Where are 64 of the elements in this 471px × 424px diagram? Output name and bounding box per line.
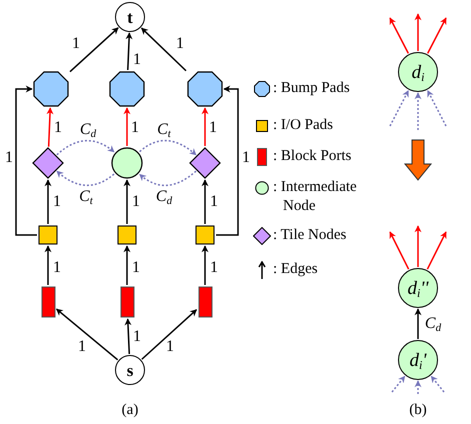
arrow — [414, 308, 422, 339]
arrow — [414, 13, 422, 51]
arrow — [426, 231, 447, 270]
subfigure-caption: (a) — [122, 403, 138, 418]
bump-pad-octagon — [109, 71, 145, 107]
arrow — [389, 17, 409, 54]
dashed-arrow — [427, 90, 447, 126]
node-label: d$_{i}$'' — [408, 278, 428, 298]
arrow — [46, 107, 54, 147]
arrow — [202, 107, 208, 146]
arrow — [124, 179, 130, 224]
edge-label: C$_{d}$ — [78, 122, 98, 138]
node-label: d$_{i}$ — [412, 62, 424, 82]
arrow — [216, 86, 239, 236]
legend-text: : Bump Pads — [273, 79, 351, 98]
subfigure-caption: (b) — [409, 403, 427, 418]
block-port-rect — [120, 286, 134, 318]
arrow — [44, 179, 52, 224]
node-label: t — [127, 8, 133, 26]
dashed-arrow — [391, 376, 406, 392]
arrow — [126, 32, 133, 70]
legend-text: : Tile Nodes — [273, 226, 348, 245]
tile-node-diamond — [32, 147, 64, 179]
legend-text: : Intermediate Node — [273, 178, 358, 216]
arrow — [70, 27, 119, 72]
block-port-rect — [40, 286, 56, 318]
block-port-rect — [198, 286, 212, 318]
bump-pad-octagon — [33, 71, 69, 107]
arrow — [124, 107, 130, 146]
dashed-arrow — [414, 380, 422, 394]
dashed-arrow — [56, 140, 115, 156]
tile-node-diamond — [189, 147, 221, 179]
arrow — [427, 17, 447, 54]
arrow — [15, 86, 37, 236]
arrow — [124, 245, 130, 285]
arrow — [202, 245, 208, 285]
io-pad-square — [38, 225, 58, 245]
io-pad-square — [117, 225, 137, 245]
arrow — [389, 231, 410, 270]
arrow — [202, 179, 208, 224]
dashed-arrow — [139, 170, 197, 186]
edge-label: C$_{d}$ — [154, 189, 174, 205]
legend-text: : I/O Pads — [273, 116, 334, 135]
arrow — [141, 309, 198, 360]
edge-label: C$_{d}$ — [424, 316, 442, 332]
node-label: d$_{i}$' — [410, 350, 426, 370]
io-pad-square — [195, 225, 215, 245]
node-label: s — [126, 362, 134, 378]
dashed-arrow — [139, 140, 197, 156]
arrow — [124, 318, 132, 354]
dashed-arrow — [56, 170, 115, 186]
edge-label: C$_{t}$ — [78, 189, 94, 205]
dashed-arrow — [430, 376, 445, 392]
legend-text: : Edges — [273, 260, 319, 279]
arrow — [414, 225, 422, 267]
dashed-arrow — [389, 90, 409, 126]
intermediate-node-circle — [111, 147, 143, 179]
edge-label: C$_{t}$ — [156, 122, 172, 138]
arrow — [141, 28, 187, 72]
arrow — [44, 245, 52, 285]
bump-pad-octagon — [187, 71, 223, 107]
arrow — [56, 308, 118, 360]
dashed-arrow — [414, 92, 422, 130]
legend-text: : Block Ports — [273, 147, 352, 166]
